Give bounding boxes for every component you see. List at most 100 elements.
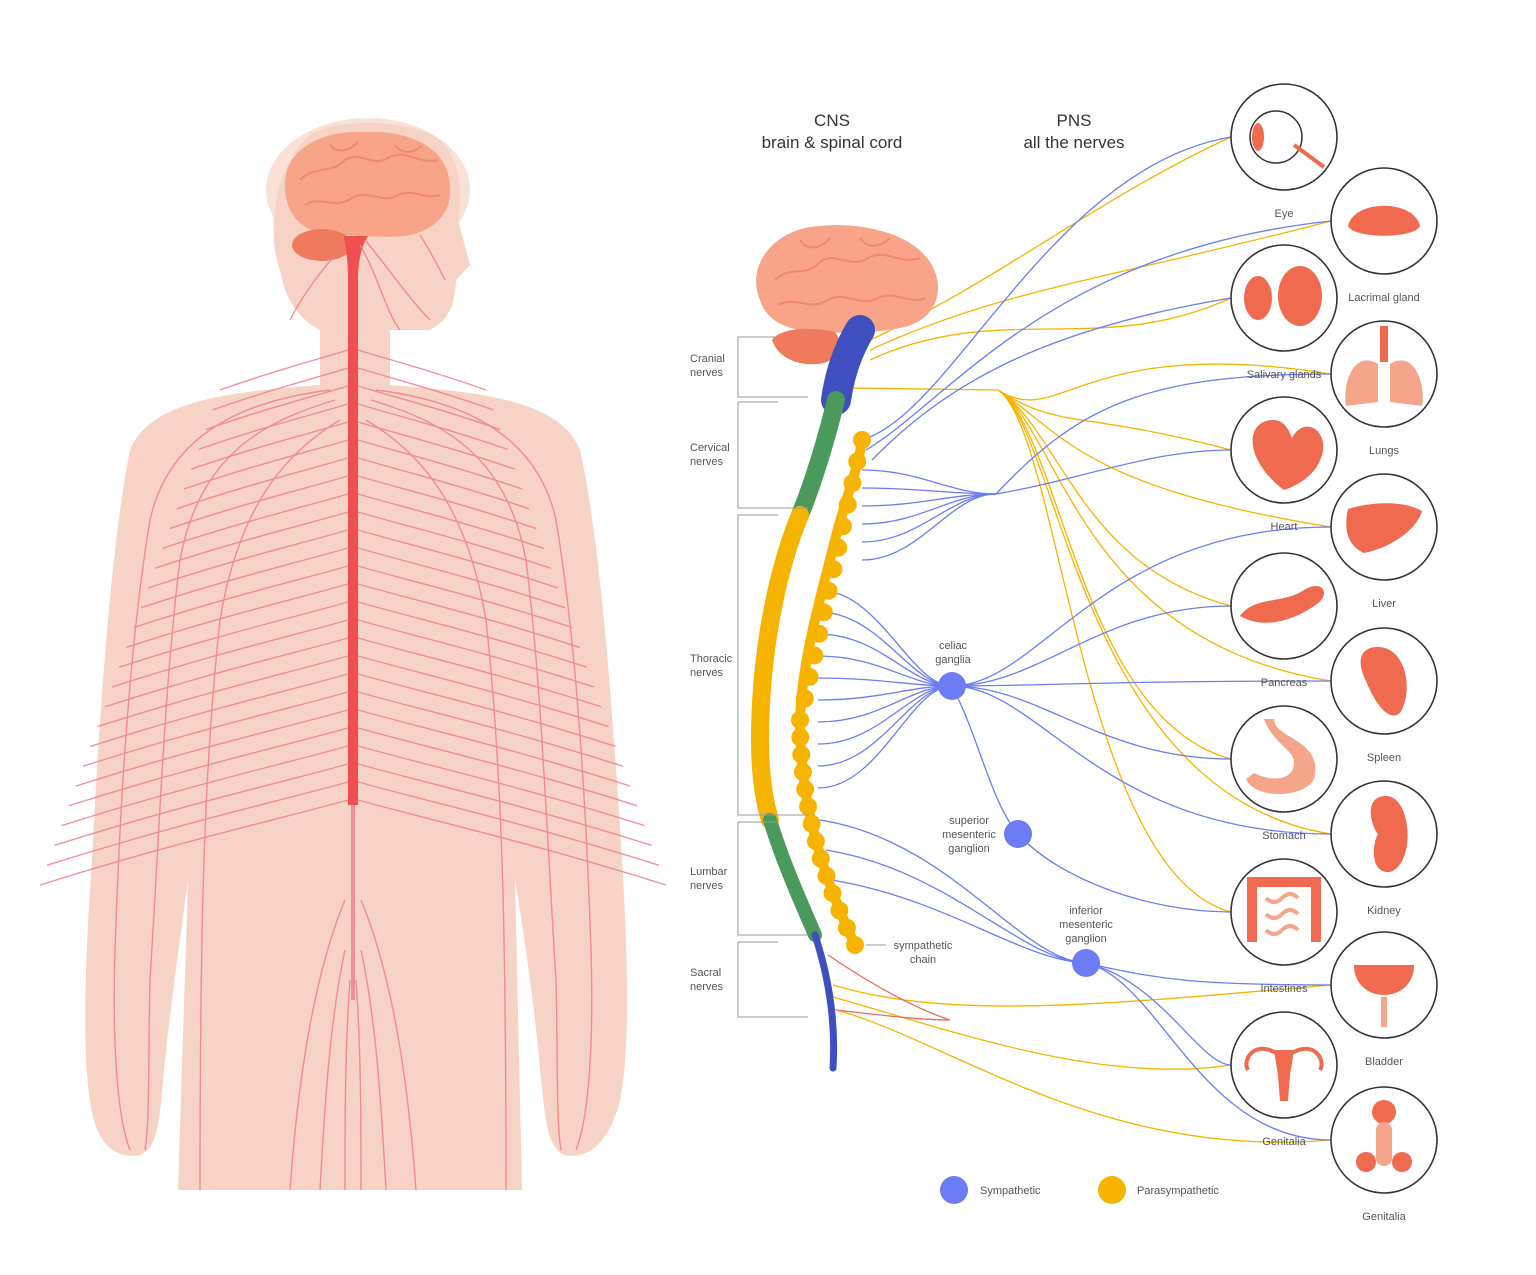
chain-bead	[814, 603, 833, 622]
eye-icon	[1249, 110, 1326, 169]
sympathetic-nerve-line	[861, 493, 997, 561]
sympathetic-nerve-line	[817, 611, 953, 687]
organ-lungs-3: Lungs	[1330, 320, 1438, 457]
chain-bead	[806, 832, 825, 851]
sympathetic-nerve-line	[861, 487, 997, 495]
organ-label: Genitalia	[1262, 1136, 1306, 1148]
sympathetic-nerve-line	[1085, 962, 1332, 986]
chain-bead	[810, 624, 829, 643]
organ-eye-0: Eye	[1230, 83, 1338, 220]
chain-bead	[823, 884, 842, 903]
cns-cerebellum	[772, 328, 840, 365]
chain-bead	[824, 560, 843, 579]
superior-mesenteric-ganglion-node	[1004, 820, 1032, 848]
sympathetic-nerve-line	[817, 685, 953, 789]
chain-bead	[838, 495, 857, 514]
chain-bead	[846, 936, 864, 954]
chain-bead	[800, 667, 819, 686]
sympathetic-nerve-line	[835, 1009, 951, 1021]
legend-sympathetic-label: Sympathetic	[980, 1185, 1041, 1197]
spine-lumbar-segment	[763, 813, 822, 942]
nerve-connections	[817, 136, 1332, 1143]
chain-bead	[829, 538, 848, 557]
sympathetic-nerve-line	[1017, 833, 1232, 913]
cns-brain	[756, 225, 939, 365]
nerve-group-brackets	[737, 336, 808, 1018]
body-cerebellum	[292, 229, 352, 261]
spine-cervical-segment	[791, 391, 845, 524]
sympathetic-nerve-line	[995, 373, 1332, 495]
organ-label: Eye	[1275, 208, 1294, 220]
chain-bead	[796, 780, 815, 799]
chain-bead	[793, 762, 812, 781]
sympathetic-nerve-line	[865, 220, 1332, 451]
organ-label: Genitalia	[1362, 1211, 1406, 1223]
chain-bead	[833, 517, 852, 536]
sympathetic-nerve-line	[1085, 962, 1232, 1066]
chain-bead	[792, 745, 811, 764]
parasympathetic-nerve-line	[869, 297, 1232, 361]
organ-label: Kidney	[1367, 905, 1401, 917]
chain-bead	[791, 728, 810, 747]
heart-icon	[1252, 420, 1324, 490]
parasympathetic-nerve-line	[832, 984, 1332, 1007]
sympathetic-nerve-line	[859, 136, 1232, 441]
spine-sacral-segment	[811, 931, 838, 1072]
peripheral-nerves	[39, 234, 667, 1191]
legend-sympathetic-swatch	[940, 1176, 968, 1204]
organ-label: Salivary glands	[1247, 369, 1322, 381]
sympathetic-nerve-line	[951, 680, 1332, 687]
celiac-ganglion-node	[938, 672, 966, 700]
organ-label: Intestines	[1260, 983, 1308, 995]
organ-pancreas-6: Pancreas	[1230, 552, 1338, 689]
liver-icon	[1346, 503, 1422, 553]
sympathetic-nerve-line	[871, 297, 1232, 461]
sympathetic-nerve-line	[995, 449, 1232, 495]
inferior-mesenteric-ganglion-node	[1072, 949, 1100, 977]
spine-cranial-segment	[821, 315, 875, 415]
chain-bead	[805, 646, 824, 665]
human-body-figure	[39, 118, 667, 1191]
pancreas-icon	[1240, 586, 1325, 623]
sympathetic-nerve-line	[951, 685, 1019, 835]
sympathetic-nerve-line	[951, 685, 1332, 835]
chain-bead	[817, 866, 836, 885]
organ-circle	[1230, 705, 1338, 813]
legend: Sympathetic Parasympathetic	[940, 1176, 1219, 1204]
sympathetic-nerve-line	[819, 819, 1087, 964]
lungs-icon	[1345, 326, 1423, 406]
sympathetic-nerve-line	[1085, 962, 1332, 1141]
parasympathetic-nerve-line	[869, 220, 1332, 351]
parasympathetic-nerve-line	[847, 387, 999, 391]
parasympathetic-nerve-line	[997, 389, 1332, 682]
organ-intestines-10: Intestines	[1230, 858, 1338, 995]
organ-genitalia-12: Genitalia	[1230, 1011, 1338, 1148]
stomach-icon	[1246, 719, 1316, 794]
lacrimal-gland-icon	[1348, 205, 1420, 236]
chain-bead	[837, 918, 856, 937]
parasympathetic-nerve-line	[832, 996, 1232, 1070]
chain-bead	[830, 901, 849, 920]
bladder-icon	[1354, 965, 1414, 1027]
chain-bead	[848, 452, 867, 471]
parasympathetic-nerve-line	[997, 389, 1232, 607]
chain-bead	[802, 814, 821, 833]
organ-label: Spleen	[1367, 752, 1401, 764]
parasympathetic-nerve-line	[997, 389, 1332, 835]
chain-bead	[799, 797, 818, 816]
parasympathetic-nerve-line	[997, 363, 1332, 401]
spinal-cord-segments	[750, 315, 875, 1072]
legend-parasympathetic-swatch	[1098, 1176, 1126, 1204]
male-genitalia-icon	[1356, 1100, 1412, 1172]
chain-bead	[795, 689, 814, 708]
chain-bead	[819, 581, 838, 600]
sympathetic-nerve-line	[825, 849, 1087, 964]
organ-label: Stomach	[1262, 830, 1305, 842]
sympathetic-nerve-line	[951, 605, 1232, 687]
organ-liver-5: Liver	[1330, 473, 1438, 610]
